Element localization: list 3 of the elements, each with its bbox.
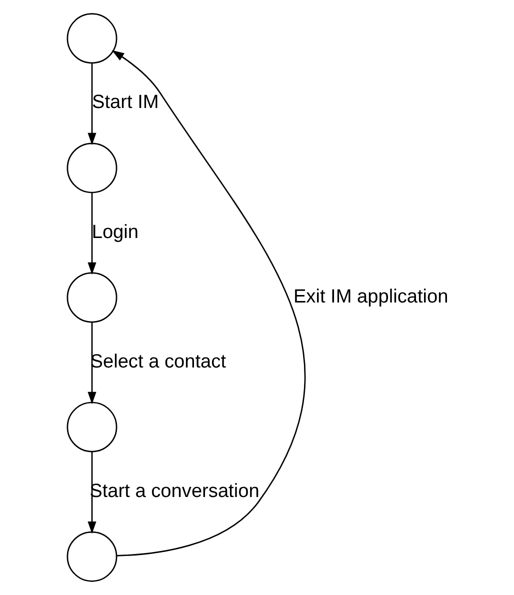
edge-label: Start IM	[92, 92, 159, 114]
edge-label: Exit IM application	[293, 286, 448, 308]
edge-label: Login	[92, 222, 139, 243]
